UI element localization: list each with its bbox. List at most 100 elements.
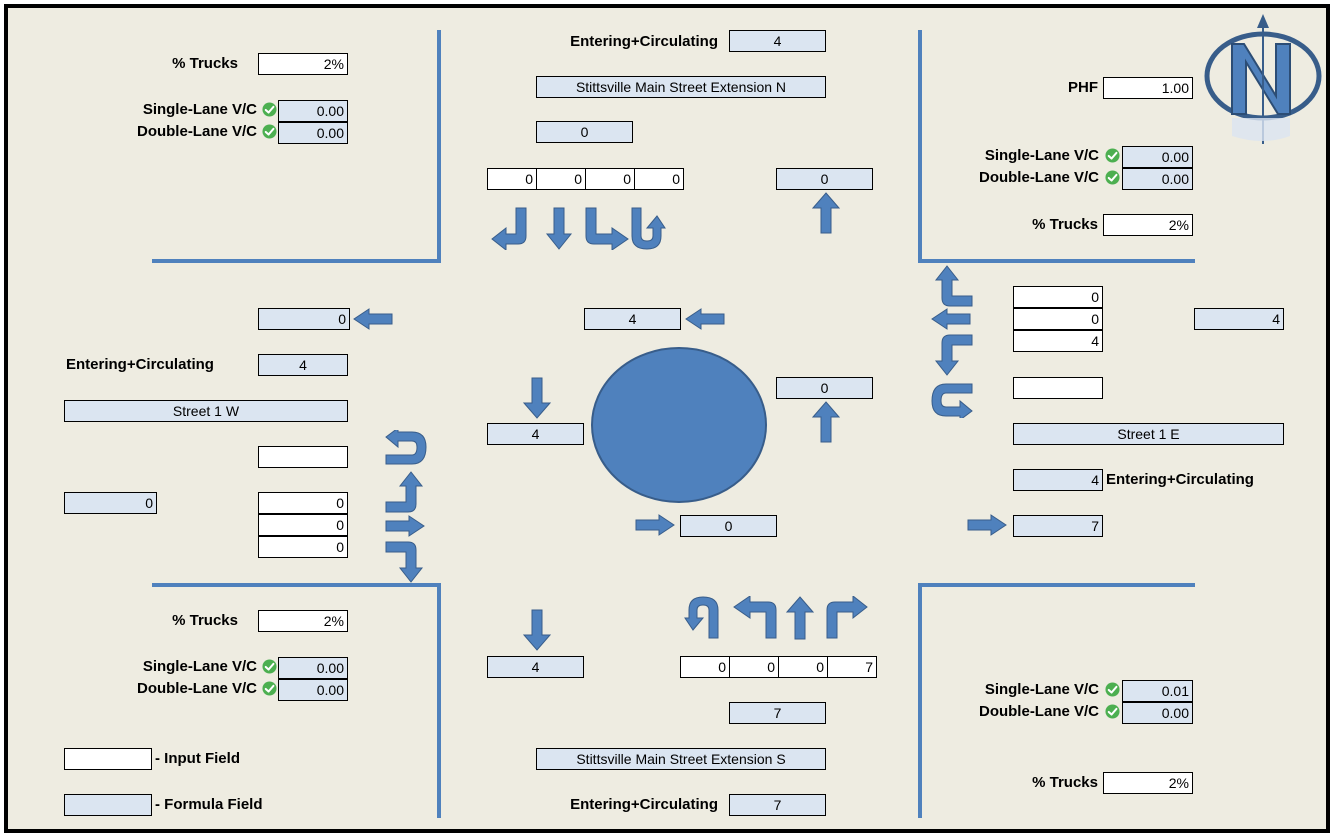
north-exit-arrow-icon	[812, 192, 840, 234]
west-entering-value: 4	[258, 354, 348, 376]
east-exit-value: 7	[1013, 515, 1103, 537]
center-top-value: 4	[584, 308, 681, 330]
west-through-icon	[384, 515, 426, 537]
sw-single-lane-label: Single-Lane V/C	[142, 658, 257, 675]
ne-trucks-label: % Trucks	[1032, 216, 1098, 233]
north-volume-uturn[interactable]: 0	[487, 168, 537, 190]
check-icon	[262, 659, 277, 674]
south-left-turn-icon	[733, 596, 777, 639]
legend-formula-label: - Formula Field	[155, 796, 263, 813]
east-uturn-icon	[931, 383, 973, 418]
east-volume-right[interactable]: 0	[1013, 286, 1103, 308]
west-volume-left[interactable]: 0	[258, 514, 348, 536]
east-approach-total: 4	[1194, 308, 1284, 330]
ne-single-lane-value: 0.00	[1122, 146, 1193, 168]
north-compass-icon	[1204, 14, 1322, 144]
sw-trucks-input[interactable]: 2%	[258, 610, 348, 632]
check-icon	[262, 124, 277, 139]
south-uturn-icon	[684, 596, 719, 639]
center-left-value: 4	[487, 423, 584, 445]
south-volume-through[interactable]: 0	[778, 656, 828, 678]
north-right-turn-icon	[491, 207, 527, 250]
north-volume-left[interactable]: 0	[536, 168, 586, 190]
west-volume-through[interactable]: 0	[258, 536, 348, 558]
center-bottom-value: 0	[680, 515, 777, 537]
south-approach-total: 7	[729, 702, 826, 724]
east-left-turn-icon	[934, 334, 973, 376]
sw-double-lane-label: Double-Lane V/C	[136, 680, 257, 697]
se-single-lane-value: 0.01	[1122, 680, 1193, 702]
west-right-turn-icon	[385, 541, 424, 583]
west-street-name: Street 1 W	[64, 400, 348, 422]
check-icon	[262, 102, 277, 117]
ne-trucks-input[interactable]: 2%	[1103, 214, 1193, 236]
east-blank-input[interactable]	[1013, 377, 1103, 399]
check-icon	[262, 681, 277, 696]
north-approach-total: 0	[536, 121, 633, 143]
south-through-icon	[786, 596, 814, 640]
se-trucks-input[interactable]: 2%	[1103, 772, 1193, 794]
north-volume-through[interactable]: 0	[585, 168, 635, 190]
south-volume-right[interactable]: 7	[827, 656, 877, 678]
nw-trucks-input[interactable]: 2%	[258, 53, 348, 75]
divider-nw-vertical	[437, 30, 441, 262]
west-approach-total: 0	[64, 492, 157, 514]
center-bottom-arrow-icon	[634, 514, 676, 536]
north-uturn-icon	[631, 207, 666, 250]
sw-trucks-label: % Trucks	[172, 612, 238, 629]
legend-formula-swatch	[64, 794, 152, 816]
south-volume-uturn[interactable]: 0	[680, 656, 730, 678]
east-volume-left[interactable]: 4	[1013, 330, 1103, 352]
south-volume-left[interactable]: 0	[729, 656, 779, 678]
check-icon	[1105, 148, 1120, 163]
south-entering-value: 7	[729, 794, 826, 816]
divider-sw-horizontal	[152, 583, 441, 587]
divider-ne-horizontal	[918, 259, 1195, 263]
divider-sw-vertical	[437, 583, 441, 818]
se-double-lane-value: 0.00	[1122, 702, 1193, 724]
divider-ne-vertical	[918, 30, 922, 262]
east-entering-value: 4	[1013, 469, 1103, 491]
legend-input-label: - Input Field	[155, 750, 240, 767]
south-exit-arrow-icon	[523, 609, 551, 651]
west-uturn-icon	[385, 430, 427, 465]
north-street-name: Stittsville Main Street Extension N	[536, 76, 826, 98]
nw-double-lane-value: 0.00	[278, 122, 348, 144]
east-through-icon	[930, 308, 972, 330]
divider-se-vertical	[918, 583, 922, 818]
north-volume-right[interactable]: 0	[634, 168, 684, 190]
ne-double-lane-value: 0.00	[1122, 168, 1193, 190]
west-exit-value: 0	[258, 308, 350, 330]
west-left-turn-icon	[385, 471, 424, 513]
se-double-lane-label: Double-Lane V/C	[978, 703, 1099, 720]
se-trucks-label: % Trucks	[1032, 774, 1098, 791]
east-entering-label: Entering+Circulating	[1106, 471, 1254, 488]
legend-input-swatch	[64, 748, 152, 770]
divider-nw-horizontal	[152, 259, 441, 263]
center-top-arrow-icon	[684, 308, 726, 330]
west-exit-arrow-icon	[352, 308, 394, 330]
ne-single-lane-label: Single-Lane V/C	[984, 147, 1099, 164]
check-icon	[1105, 170, 1120, 185]
check-icon	[1105, 682, 1120, 697]
center-right-arrow-icon	[812, 401, 840, 443]
west-blank-input[interactable]	[258, 446, 348, 468]
east-right-turn-icon	[934, 265, 973, 307]
nw-single-lane-value: 0.00	[278, 100, 348, 122]
sw-double-lane-value: 0.00	[278, 679, 348, 701]
east-volume-through[interactable]: 0	[1013, 308, 1103, 330]
ne-phf-label: PHF	[1068, 79, 1098, 96]
north-entering-label: Entering+Circulating	[570, 33, 718, 50]
divider-se-horizontal	[918, 583, 1195, 587]
east-street-name: Street 1 E	[1013, 423, 1284, 445]
north-through-icon	[545, 207, 573, 250]
ne-phf-input[interactable]: 1.00	[1103, 77, 1193, 99]
check-icon	[1105, 704, 1120, 719]
center-left-arrow-icon	[523, 377, 551, 419]
roundabout-circle	[591, 347, 767, 503]
east-exit-arrow-icon	[966, 514, 1008, 536]
west-entering-label: Entering+Circulating	[66, 356, 214, 373]
west-volume-uturn[interactable]: 0	[258, 492, 348, 514]
nw-trucks-label: % Trucks	[172, 55, 238, 72]
se-single-lane-label: Single-Lane V/C	[984, 681, 1099, 698]
